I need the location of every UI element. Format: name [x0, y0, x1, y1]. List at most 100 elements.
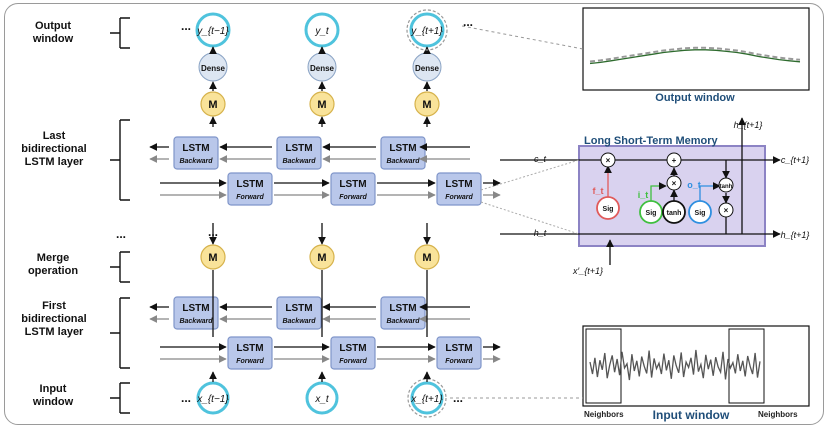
lstm-direction-label: Forward: [445, 194, 473, 201]
cell-h-in-label: h_t: [534, 228, 547, 238]
op-label: ×: [606, 156, 611, 165]
first-lstm-forward-3: [436, 336, 482, 370]
output-window-box: [582, 7, 810, 91]
output-series-actual: [589, 49, 801, 65]
input-node-2: [305, 381, 339, 415]
lstm-label: LSTM: [339, 343, 366, 354]
neighbors-left-caption: Neighbors: [584, 410, 624, 419]
lstm-direction-label: Backward: [179, 318, 213, 325]
merge-label: M: [422, 99, 431, 111]
merge-label: M: [422, 252, 431, 264]
output-label: y_{t+1}: [410, 26, 443, 37]
output-label: y_{t−1}: [196, 26, 229, 37]
output-arrow: [699, 182, 721, 201]
lstm-direction-label: Backward: [282, 318, 316, 325]
output-node-1: [195, 12, 231, 48]
brace-output: [110, 17, 130, 49]
mult-forget-op: [600, 152, 616, 168]
forget-gate-label: f_t: [593, 186, 604, 196]
lstm-direction-label: Backward: [179, 158, 213, 165]
gate-label: Sig: [695, 210, 706, 217]
first-merge-node-2: [309, 244, 335, 270]
gate-label: Sig: [603, 206, 614, 213]
op-label: +: [672, 156, 677, 165]
dense-label: Dense: [415, 64, 440, 73]
merge-label: M: [317, 99, 326, 111]
first-lstm-backward-2: [276, 296, 322, 330]
lstm-direction-label: Forward: [236, 194, 264, 201]
gate-label: tanh: [667, 210, 682, 217]
lstm-label: LSTM: [236, 179, 263, 190]
brace-last-layer: [110, 119, 130, 201]
first-lstm-backward-1: [173, 296, 219, 330]
op-label: ×: [724, 206, 729, 215]
first-merge-node-1: [200, 244, 226, 270]
input-series: [589, 349, 761, 381]
neighbors-right-box: [728, 328, 765, 404]
ellipsis: ...: [181, 19, 191, 33]
op-label: ×: [672, 179, 677, 188]
cell-x-in-label: x′_{t+1}: [572, 266, 603, 276]
first-merge-node-3: [414, 244, 440, 270]
lstm-direction-label: Forward: [339, 358, 367, 365]
last-lstm-forward-1: [227, 172, 273, 206]
input-window-caption: Input window: [652, 408, 730, 422]
brace-input: [110, 382, 130, 414]
ellipsis: ...: [181, 391, 191, 405]
input-label: x_t: [314, 394, 330, 405]
input-gate-label: i_t: [638, 190, 649, 200]
cell-c-out-label: c_{t+1}: [781, 155, 809, 165]
lstm-direction-label: Forward: [445, 358, 473, 365]
output-highlight-ring: [406, 9, 448, 51]
output-window-caption: Output window: [655, 92, 735, 104]
last-lstm-forward-2: [330, 172, 376, 206]
lstm-label: LSTM: [445, 343, 472, 354]
figure-frame: [4, 3, 824, 425]
last-lstm-backward-1: [173, 136, 219, 170]
lstm-direction-label: Forward: [339, 194, 367, 201]
add-op: [666, 152, 682, 168]
lstm-direction-label: Backward: [386, 158, 420, 165]
merge-label: M: [317, 252, 326, 264]
input-node-1: [196, 381, 230, 415]
first-lstm-backward-3: [380, 296, 426, 330]
output-label: y_t: [314, 26, 330, 37]
ellipsis: ...: [463, 15, 473, 29]
last-merge-node-3: [414, 91, 440, 117]
lstm-direction-label: Backward: [282, 158, 316, 165]
lstm-label: LSTM: [182, 303, 209, 314]
brace-first-layer: [110, 297, 130, 369]
ellipsis: ...: [116, 227, 126, 241]
input-node-3: [410, 381, 444, 415]
last-lstm-backward-2: [276, 136, 322, 170]
dense-label: Dense: [310, 64, 335, 73]
last-merge-node-2: [309, 91, 335, 117]
output-node-3: [409, 12, 445, 48]
cell-zoom-line: [480, 201, 580, 235]
last-merge-node-1: [200, 91, 226, 117]
op-label: tanh: [720, 184, 733, 190]
lstm-label: LSTM: [339, 179, 366, 190]
first-lstm-forward-1: [227, 336, 273, 370]
neighbors-right-caption: Neighbors: [758, 410, 798, 419]
lstm-label: LSTM: [285, 303, 312, 314]
brace-merge: [110, 251, 130, 283]
lstm-label: LSTM: [445, 179, 472, 190]
output-gate-label: o_t: [687, 180, 701, 190]
output-series-predicted: [589, 46, 801, 63]
cell-c-in-label: c_t: [534, 154, 547, 164]
cell-h-top-label: h_{t+1}: [734, 120, 763, 130]
lstm-direction-label: Forward: [236, 358, 264, 365]
lstm-label: LSTM: [285, 143, 312, 154]
lstm-direction-label: Backward: [386, 318, 420, 325]
lstm-label: LSTM: [389, 303, 416, 314]
cell-h-out-label: h_{t+1}: [781, 230, 810, 240]
ellipsis: ...: [208, 225, 218, 239]
merge-label: M: [208, 252, 217, 264]
